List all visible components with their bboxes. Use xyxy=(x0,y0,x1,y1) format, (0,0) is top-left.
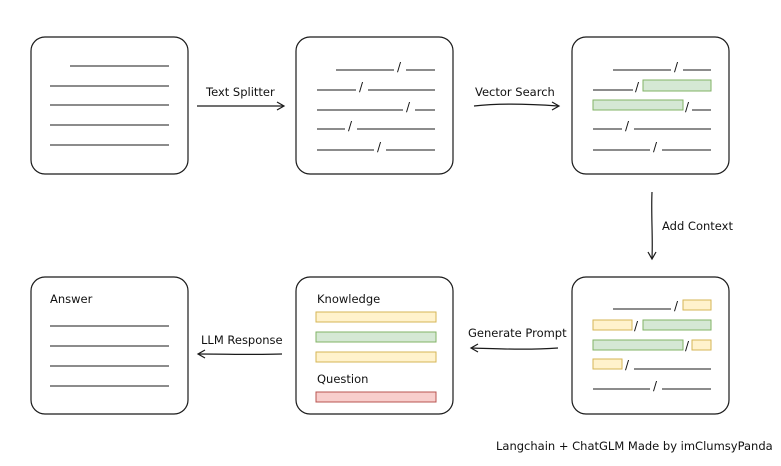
prompt-card: Knowledge Question xyxy=(295,276,454,415)
answer-heading: Answer xyxy=(50,292,93,306)
matched-block xyxy=(315,331,437,343)
knowledge-block xyxy=(315,351,437,363)
svg-text:/: / xyxy=(635,80,640,94)
svg-text:/: / xyxy=(406,100,411,114)
answer-card: Answer xyxy=(30,276,189,415)
prompt-card-frame xyxy=(295,276,454,415)
vector-search-arrow: Vector Search xyxy=(473,85,561,111)
arrow-shaft xyxy=(471,347,559,350)
question-block xyxy=(315,391,437,403)
context-card: / / / / / xyxy=(571,276,730,415)
svg-text:/: / xyxy=(359,80,364,94)
chunks-card: / / / / / xyxy=(295,36,454,175)
text-splitter-arrow: Text Splitter xyxy=(197,85,286,111)
question-heading: Question xyxy=(317,372,368,386)
svg-text:/: / xyxy=(685,339,690,353)
chunks-card-frame xyxy=(295,36,454,175)
context-chunk xyxy=(691,339,712,351)
svg-text:/: / xyxy=(377,140,382,154)
knowledge-heading: Knowledge xyxy=(317,292,380,306)
search-result-card: / / / / / xyxy=(571,36,730,175)
arrow-head xyxy=(551,101,561,111)
document-card xyxy=(30,36,189,175)
context-chunk xyxy=(592,319,633,331)
matched-chunk xyxy=(592,339,684,351)
matched-chunk xyxy=(642,79,712,92)
svg-text:/: / xyxy=(685,100,690,114)
arrow-head xyxy=(276,101,286,111)
svg-text:/: / xyxy=(674,299,679,313)
svg-text:/: / xyxy=(348,119,353,133)
arrow-head xyxy=(196,349,206,359)
matched-chunk xyxy=(592,99,684,111)
matched-chunk xyxy=(642,319,712,331)
llm-response-label: LLM Response xyxy=(201,333,283,347)
knowledge-block xyxy=(315,311,437,323)
generate-prompt-arrow: Generate Prompt xyxy=(468,326,567,353)
arrow-head xyxy=(647,251,657,261)
context-chunk xyxy=(682,299,712,311)
svg-text:/: / xyxy=(634,319,639,333)
arrow-shaft xyxy=(651,191,653,259)
context-chunk xyxy=(592,358,623,370)
arrow-head xyxy=(469,343,479,353)
svg-text:/: / xyxy=(397,60,402,74)
generate-prompt-label: Generate Prompt xyxy=(468,326,567,340)
svg-text:/: / xyxy=(653,140,658,154)
svg-text:/: / xyxy=(674,60,679,74)
svg-text:/: / xyxy=(653,379,658,393)
svg-text:/: / xyxy=(625,358,630,372)
svg-text:/: / xyxy=(625,119,630,133)
text-splitter-label: Text Splitter xyxy=(205,85,275,99)
llm-response-arrow: LLM Response xyxy=(196,333,283,359)
vector-search-label: Vector Search xyxy=(475,85,555,99)
add-context-arrow: Add Context xyxy=(647,191,733,261)
arrow-shaft xyxy=(473,103,559,107)
credit-text: Langchain + ChatGLM Made by imClumsyPand… xyxy=(496,439,773,453)
add-context-label: Add Context xyxy=(662,219,733,233)
